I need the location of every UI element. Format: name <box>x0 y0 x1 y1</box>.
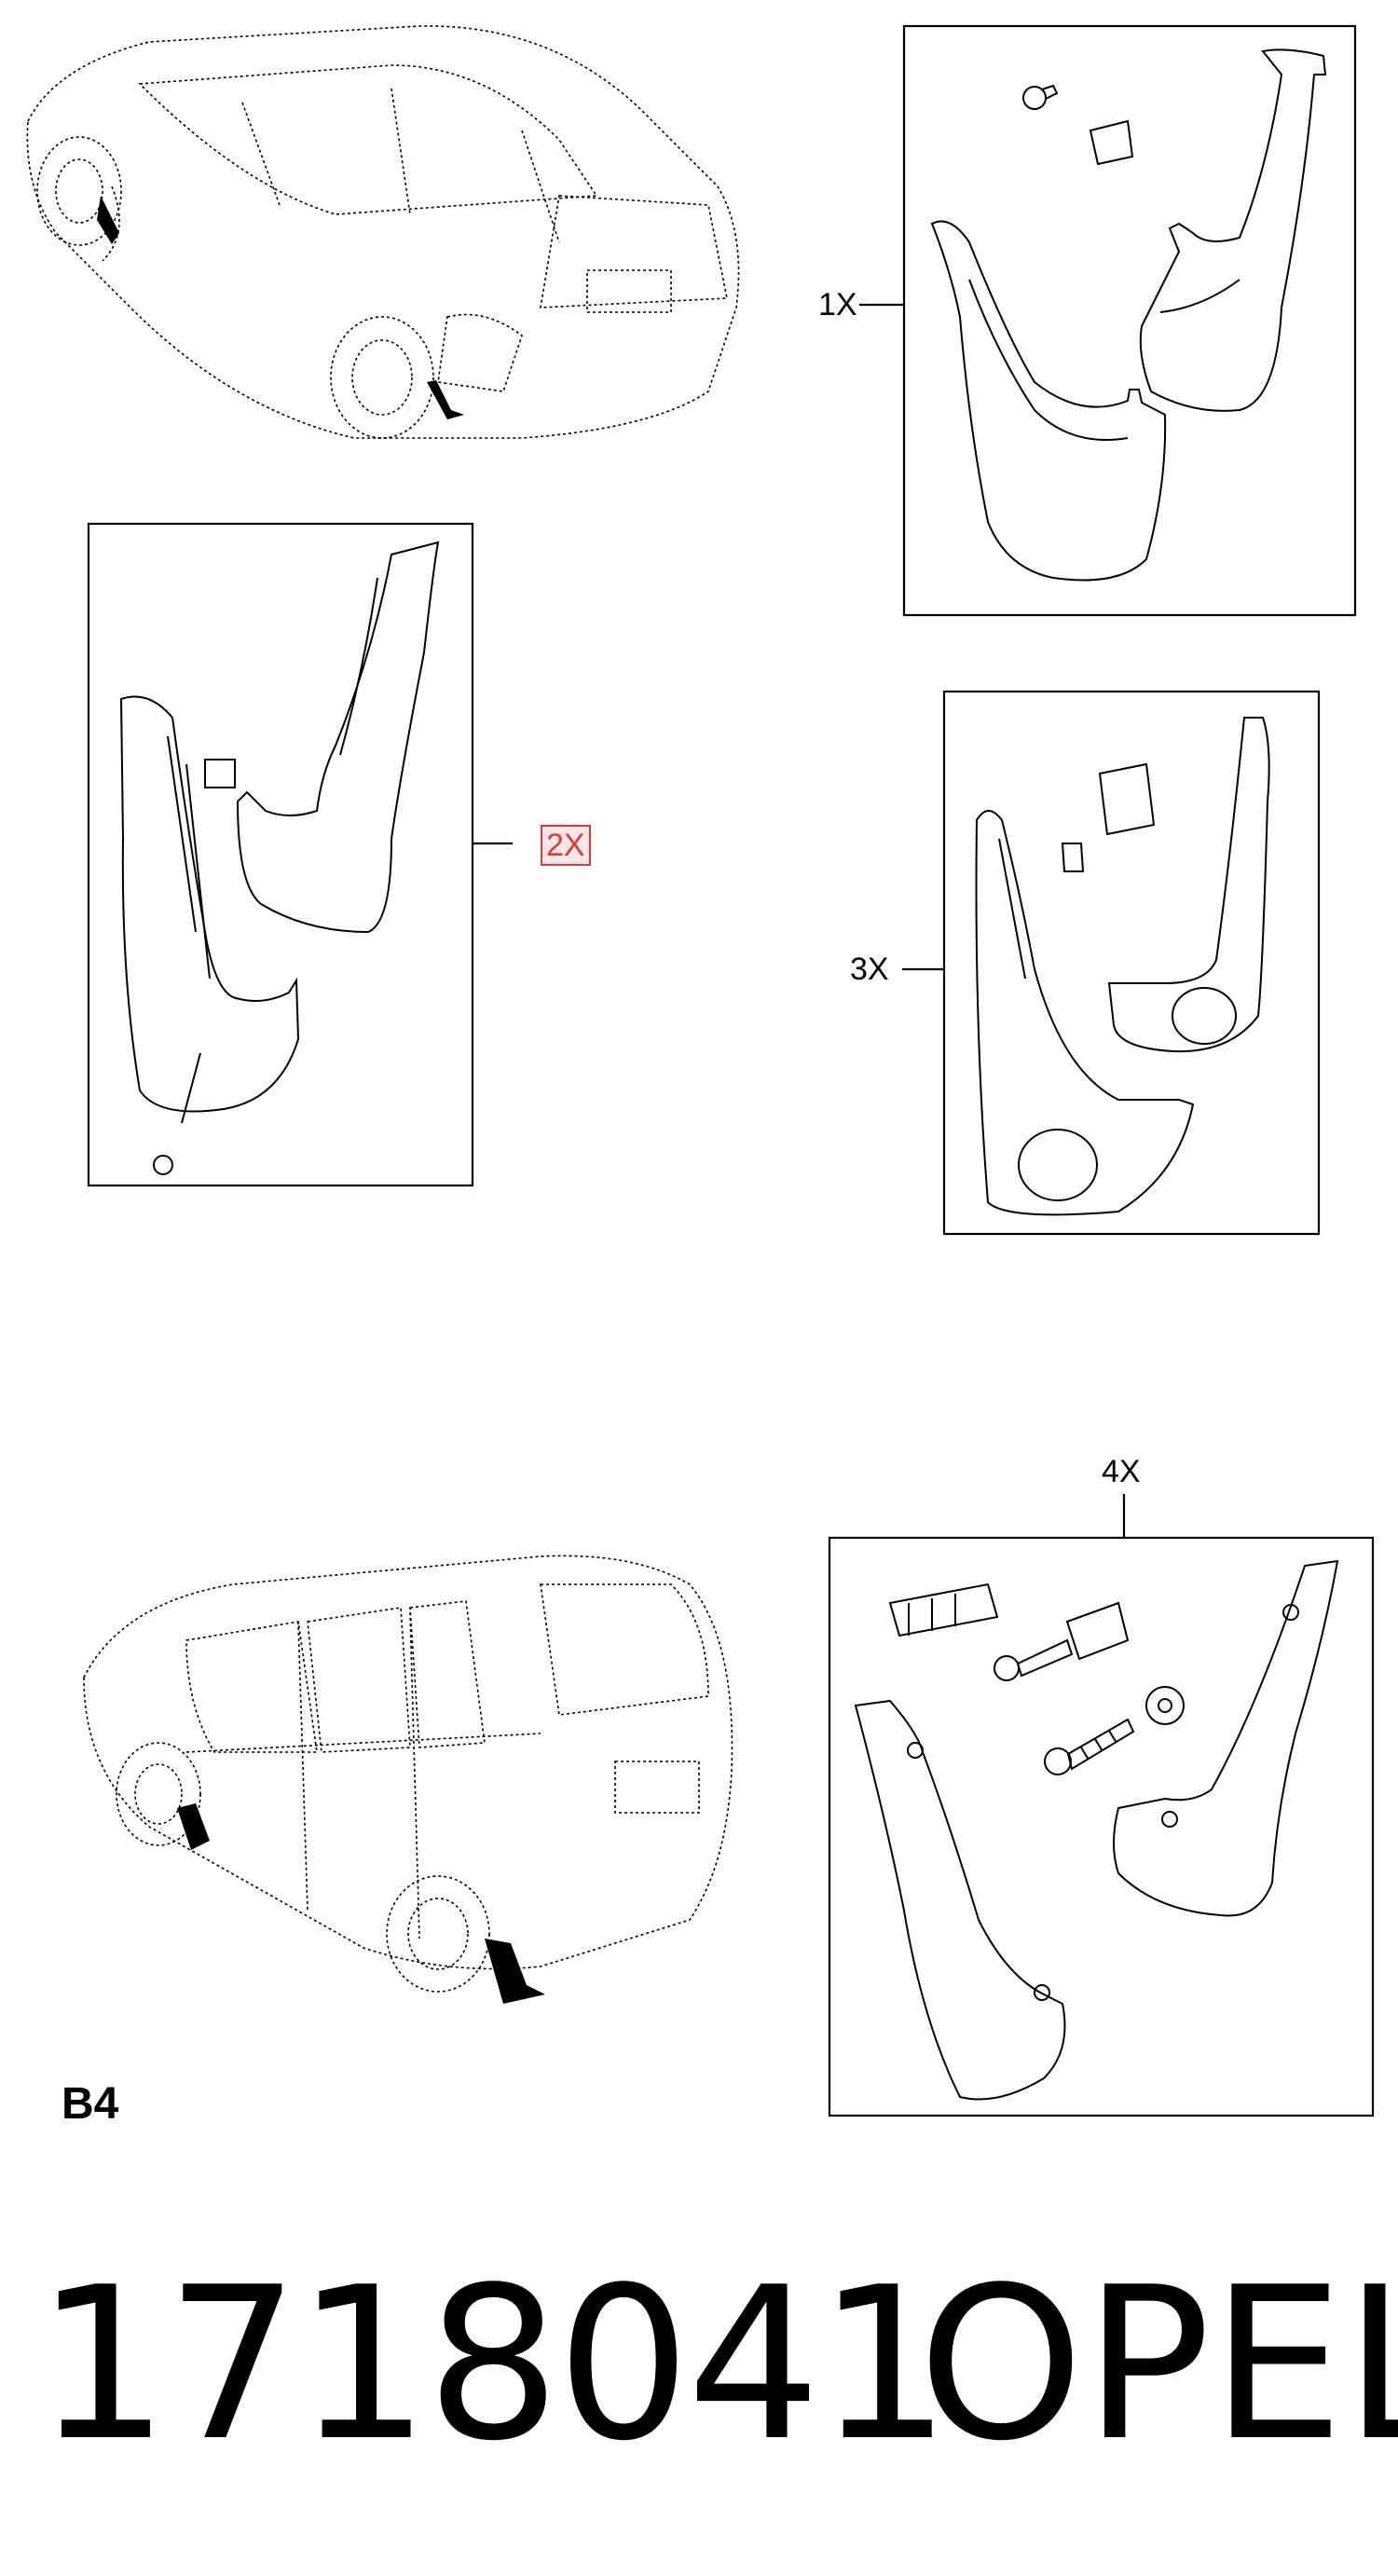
part-number: 1718041 <box>35 2242 952 2487</box>
kit-label-3x: 3X <box>850 952 889 987</box>
mpv-mudflaps <box>177 1803 545 2004</box>
kit-2x-parts <box>119 541 440 1175</box>
kit-box-1x <box>859 24 1357 617</box>
hatchback-car-drawing <box>26 25 740 439</box>
kit-1x-parts <box>930 48 1327 582</box>
kit-box-3x <box>902 690 1321 1236</box>
kit-3x-parts <box>975 717 1270 1216</box>
mpv-car-drawing <box>83 1555 733 1970</box>
section-code: B4 <box>62 2079 119 2129</box>
mpv-wheels <box>116 1742 490 1993</box>
kit-box-4x <box>828 1494 1375 2117</box>
kit-label-1x: 1X <box>818 287 857 322</box>
brand-name: OPEL <box>918 2242 1398 2487</box>
kit-box-2x <box>87 522 513 1187</box>
hatchback-mudflaps <box>97 196 464 419</box>
kit-label-2x[interactable]: 2X <box>541 825 591 866</box>
hatchback-wheels <box>36 136 434 439</box>
kit-label-4x: 4X <box>1102 1454 1141 1489</box>
kit-4x-parts <box>854 1559 1339 2101</box>
